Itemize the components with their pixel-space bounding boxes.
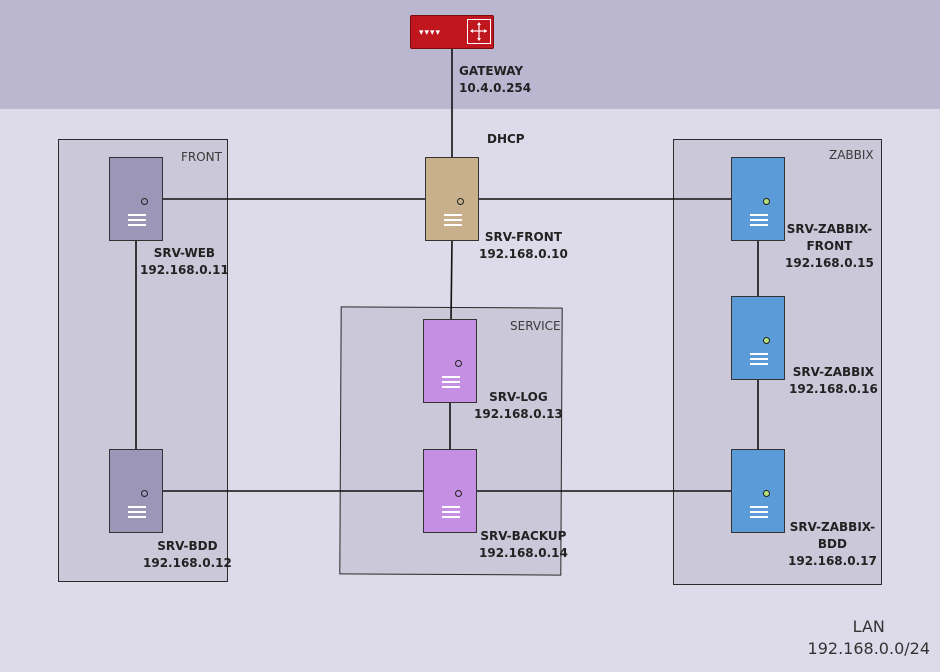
server-bdd-ip: 192.168.0.12 bbox=[143, 556, 232, 570]
server-zabbix-bdd-name-2: BDD bbox=[817, 537, 847, 551]
server-front-label: SRV-FRONT 192.168.0.10 bbox=[479, 229, 568, 263]
lan-title: LAN bbox=[852, 617, 885, 636]
server-zabbix-bdd-name-1: SRV-ZABBIX- bbox=[789, 520, 876, 534]
gateway-label: GATEWAY 10.4.0.254 bbox=[459, 63, 531, 97]
server-web-ip: 192.168.0.11 bbox=[140, 263, 229, 277]
gateway-router-icon: ▾▾▾▾ bbox=[410, 15, 494, 49]
server-zabbix-front-name-2: FRONT bbox=[806, 239, 853, 253]
server-front-name: SRV-FRONT bbox=[484, 230, 562, 244]
server-zabbix-name: SRV-ZABBIX bbox=[792, 365, 875, 379]
server-zabbix-front-label: SRV-ZABBIX- FRONT 192.168.0.15 bbox=[785, 221, 874, 272]
server-zabbix-label: SRV-ZABBIX 192.168.0.16 bbox=[789, 364, 878, 398]
server-web-name: SRV-WEB bbox=[153, 246, 216, 260]
server-backup-icon bbox=[423, 449, 477, 533]
server-zabbix-ip: 192.168.0.16 bbox=[789, 382, 878, 396]
server-backup-label: SRV-BACKUP 192.168.0.14 bbox=[479, 528, 568, 562]
server-log-icon bbox=[423, 319, 477, 403]
zone-service-label: SERVICE bbox=[510, 319, 561, 333]
server-web-icon bbox=[109, 157, 163, 241]
zone-front-label: FRONT bbox=[181, 150, 222, 164]
link-front-log bbox=[450, 240, 453, 320]
server-log-label: SRV-LOG 192.168.0.13 bbox=[474, 389, 563, 423]
dhcp-label: DHCP bbox=[487, 132, 525, 146]
server-front-icon bbox=[425, 157, 479, 241]
router-ports-icon: ▾▾▾▾ bbox=[419, 28, 442, 38]
server-bdd-label: SRV-BDD 192.168.0.12 bbox=[143, 538, 232, 572]
server-web-label: SRV-WEB 192.168.0.11 bbox=[140, 245, 229, 279]
router-switch-icon bbox=[467, 19, 491, 44]
server-bdd-icon bbox=[109, 449, 163, 533]
zone-zabbix-label: ZABBIX bbox=[829, 148, 874, 162]
server-zabbix-front-name-1: SRV-ZABBIX- bbox=[786, 222, 873, 236]
server-zabbix-bdd-icon bbox=[731, 449, 785, 533]
server-log-ip: 192.168.0.13 bbox=[474, 407, 563, 421]
gateway-name: GATEWAY bbox=[459, 64, 524, 78]
lan-label: LAN 192.168.0.0/24 bbox=[808, 616, 930, 660]
gateway-ip: 10.4.0.254 bbox=[459, 81, 532, 95]
server-bdd-name: SRV-BDD bbox=[157, 539, 218, 553]
lan-subnet: 192.168.0.0/24 bbox=[807, 639, 930, 658]
server-zabbix-bdd-ip: 192.168.0.17 bbox=[788, 554, 877, 568]
server-log-name: SRV-LOG bbox=[489, 390, 548, 404]
server-backup-ip: 192.168.0.14 bbox=[479, 546, 568, 560]
server-zabbix-front-ip: 192.168.0.15 bbox=[785, 256, 874, 270]
server-zabbix-front-icon bbox=[731, 157, 785, 241]
server-zabbix-bdd-label: SRV-ZABBIX- BDD 192.168.0.17 bbox=[788, 519, 877, 570]
server-backup-name: SRV-BACKUP bbox=[480, 529, 567, 543]
server-zabbix-icon bbox=[731, 296, 785, 380]
server-front-ip: 192.168.0.10 bbox=[479, 247, 568, 261]
